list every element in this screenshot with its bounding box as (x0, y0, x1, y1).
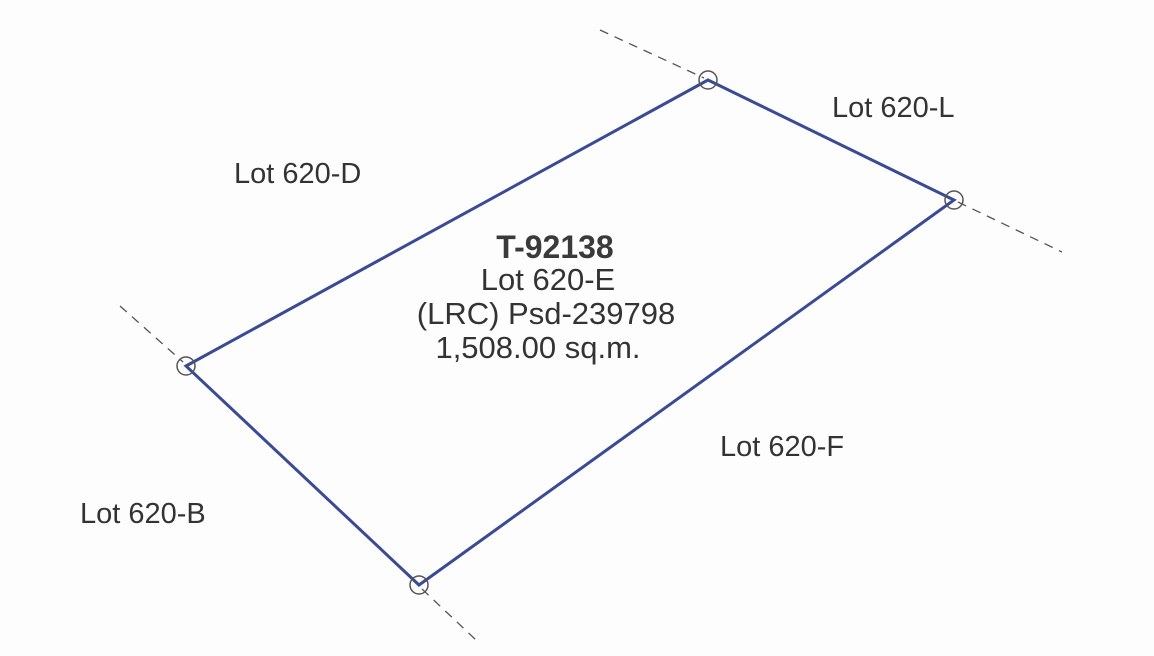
extension-line-top (599, 29, 705, 79)
adjoining-lot-sw: Lot 620-B (80, 498, 206, 530)
corner-marker-top (698, 70, 718, 90)
extension-line-left (119, 305, 184, 363)
corner-marker-right (944, 190, 964, 210)
lot-area: 1,508.00 sq.m. (435, 330, 640, 365)
lot-boundary (183, 78, 957, 587)
adjoining-lot-nw: Lot 620-D (234, 158, 361, 190)
boundary-extensions (119, 29, 1063, 641)
adjoining-lot-ne: Lot 620-L (832, 92, 955, 124)
corner-marker-left (176, 356, 196, 376)
lot-number: Lot 620-E (481, 262, 615, 297)
extension-line-bottom (421, 588, 477, 641)
extension-line-right (957, 201, 1063, 253)
title-number: T-92138 (496, 229, 613, 265)
survey-plan: (LRC) Psd-239798 (417, 296, 675, 331)
corner-marker-bottom (409, 575, 429, 595)
adjoining-lot-se: Lot 620-F (720, 431, 844, 463)
corner-monuments (176, 70, 964, 595)
